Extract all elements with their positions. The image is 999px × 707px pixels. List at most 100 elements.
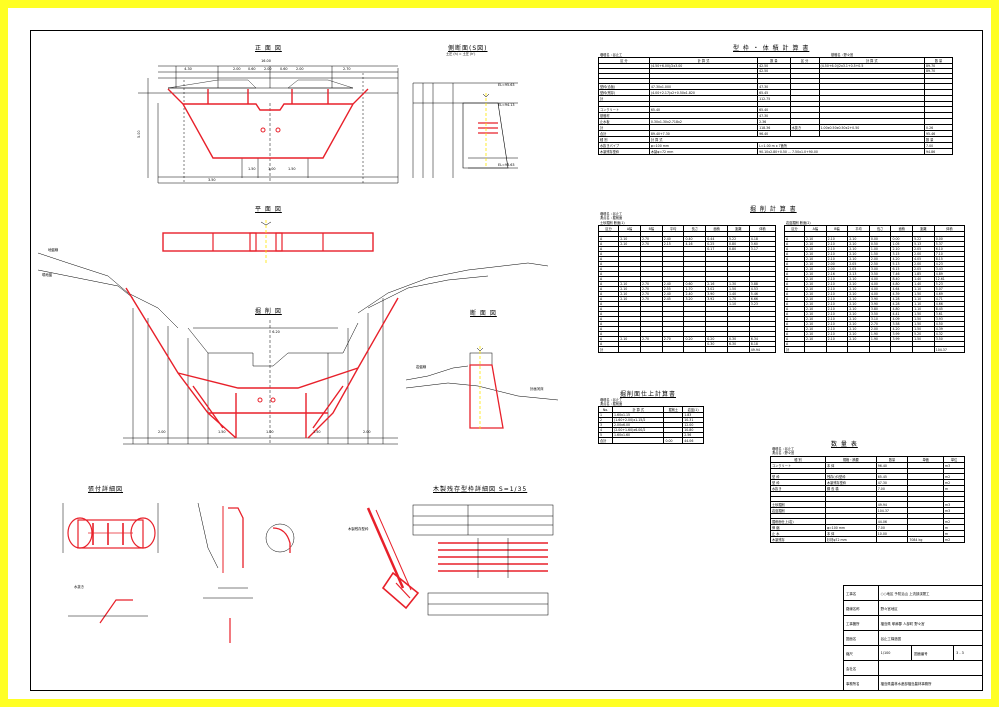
dim-mid-0: 2.00 — [233, 67, 241, 71]
exc-left-cell — [683, 346, 707, 353]
qty-cell: 杉材φ72 mm — [824, 536, 877, 543]
dim-right-span: 2.70 — [343, 67, 351, 71]
title-block-cell: 福島県 耶麻郡 人部町 野々宮 — [877, 615, 984, 631]
side-elev-1: EL=94.13 — [498, 103, 515, 107]
exc-meta-1: 測点名 : 掘削面 — [600, 216, 623, 220]
side-section-subtitle: 土圧 (h) = 土圧 (h') — [446, 52, 476, 56]
title-block-cell: 谷止工構造図 — [877, 630, 984, 646]
quantity-table-title: 数 量 表 — [831, 441, 858, 448]
volume-calc-table: 区 分計 算 式数 量区 分計 算 式数 量(4.50+6.00)/2x3.00… — [598, 57, 953, 155]
title-block-cell: ○○地区 予防治山 上流部渓間工 — [877, 585, 984, 601]
formwork-detail-title: 木製残存型枠詳細図 S=1/35 — [433, 486, 528, 493]
formwork-detail-drawing — [366, 504, 554, 616]
exc-left-row: A — [597, 276, 777, 282]
title-block-row: 図面名谷止工構造図 — [843, 630, 984, 646]
volume-foot-cell: 木製残存型枠 — [598, 148, 650, 155]
title-block-cell — [877, 660, 984, 676]
volume-foot-cell: 90.10x2.80+0.50 ... 7.50x1.0+90.00 — [757, 148, 926, 155]
plan-view-title: 平 面 図 — [255, 206, 282, 213]
side-section-drawing — [412, 82, 518, 178]
title-block-cell: 路線名称 — [843, 600, 879, 616]
finish-meta-1: 測点名 : 掘削面 — [600, 402, 623, 406]
title-block-cell: 野々宮地区 — [877, 600, 984, 616]
volume-meta-left: 堰堤名 : 谷止工 — [600, 53, 623, 57]
qty-meta-0: 堰堤名 : 谷止工 — [772, 447, 795, 451]
label-ground: 地盤線 — [48, 247, 59, 252]
exc-left-row: A — [597, 321, 777, 327]
exc-left-subtitle: 土砂掘削 断面(1) — [600, 221, 625, 225]
front-view-red-outline — [167, 88, 369, 159]
exc-left-cell — [727, 346, 750, 353]
exc-right-cell: 104.37 — [933, 346, 966, 353]
exc-right-cell — [912, 346, 935, 353]
exc-top-dim: 6.20 — [272, 330, 280, 334]
title-block-row: 路線名称野々宮地区 — [843, 600, 984, 616]
cross-section-drawing — [405, 346, 559, 430]
exc-bottom-1: 1.50 — [218, 430, 226, 434]
plan-view-drawing — [162, 220, 374, 263]
drain-detail-title: 張付詳細図 — [88, 486, 124, 493]
title-block-row: 会社名 — [843, 660, 984, 676]
title-block: 工事名○○地区 予防治山 上流部渓間工路線名称野々宮地区工事箇所福島県 耶麻郡 … — [843, 585, 984, 691]
dimension-text-group: 16.00 4.30 2.00 0.60 2.00 0.60 2.00 2.70… — [42, 59, 544, 589]
title-block-cell: 図面番号 — [911, 645, 955, 661]
exc-right-cell — [825, 346, 849, 353]
label-wood-form: 木製残存型枠 — [348, 526, 369, 531]
title-block-cell: 図面名 — [843, 630, 879, 646]
excavation-red-outline — [125, 287, 399, 439]
volume-meta-right: 基礎名 : 野々宮 — [831, 53, 854, 57]
title-block-cell: 1/100 — [877, 645, 913, 661]
title-block-cell: 3 - 3 — [953, 645, 983, 661]
finish-cell — [611, 437, 665, 444]
exc-bottom-2: 1.00 — [266, 430, 274, 434]
qty-cell: 木製残存 — [770, 536, 826, 543]
title-block-cell: 工事箇所 — [843, 615, 879, 631]
title-block-row: 事務所名福島県農林水産部福島農林事務所 — [843, 675, 984, 691]
title-block-cell: 工事名 — [843, 585, 879, 601]
dim-mid-3: 0.60 — [280, 67, 288, 71]
dim-mid-2: 2.00 — [264, 67, 272, 71]
side-elev-2: EL=93.63 — [498, 163, 515, 167]
finish-cell: 0.00 — [663, 437, 684, 444]
title-block-cell: 縮尺 — [843, 645, 879, 661]
label-original-ground: 現地盤 — [42, 272, 53, 277]
title-block-cell: 福島県農林水産部福島農林事務所 — [877, 675, 984, 691]
exc-bottom-4: 2.00 — [363, 430, 371, 434]
dim-height: 5.00 — [137, 130, 141, 138]
dim-mid-1: 0.60 — [248, 67, 256, 71]
title-block-cell: 事務所名 — [843, 675, 879, 691]
title-block-row: 工事箇所福島県 耶麻郡 人部町 野々宮 — [843, 615, 984, 631]
label-culvert: 水抜き — [74, 584, 84, 589]
label-bedrock: 岩盤線 — [416, 364, 427, 369]
exc-left-cell — [661, 346, 685, 353]
finish-meta-0: 堰堤名 : 谷止工 — [600, 398, 623, 402]
